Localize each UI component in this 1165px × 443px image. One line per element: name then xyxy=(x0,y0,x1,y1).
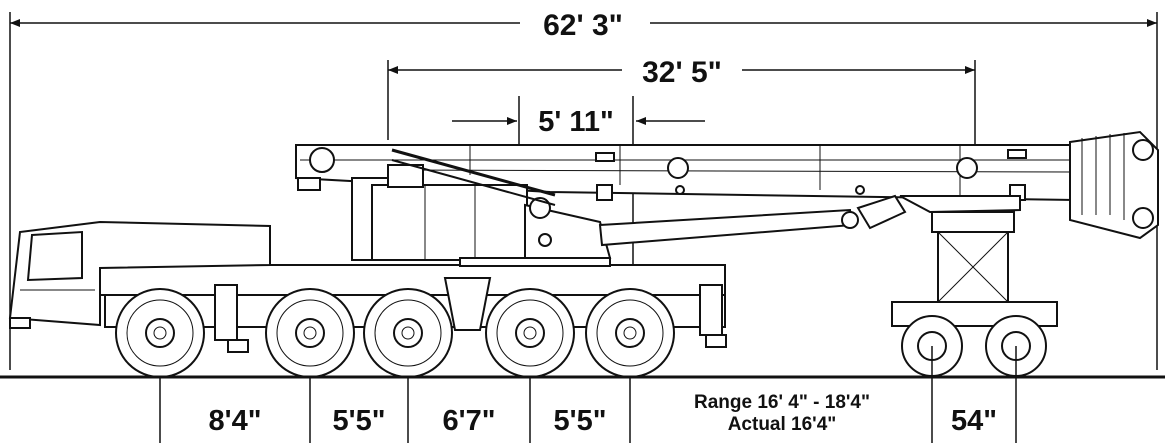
cab-window xyxy=(26,230,83,282)
range-label: Range 16' 4" - 18'4" xyxy=(694,392,870,413)
outrigger-front xyxy=(214,284,238,341)
lift-cylinder-body xyxy=(598,208,854,247)
boom-pin-icon xyxy=(667,157,689,179)
boom-length-dimension: 32' 5" xyxy=(387,56,976,210)
overall-length-label: 62' 3" xyxy=(543,9,623,42)
axle-spacing-ticks xyxy=(159,346,1017,443)
dolly-spacing-label: 54" xyxy=(951,405,997,437)
overall-length-dimension: 62' 3" xyxy=(9,9,1158,370)
actual-label: Actual 16'4" xyxy=(728,414,837,435)
wheel-icon-4 xyxy=(485,288,575,378)
boom-pad xyxy=(596,184,613,201)
dolly-saddle xyxy=(931,211,1015,233)
cab xyxy=(8,220,271,329)
boom-head xyxy=(1069,130,1159,240)
boom-strut xyxy=(391,148,556,197)
center-outrigger xyxy=(443,277,492,331)
boom-bracket xyxy=(595,152,615,162)
head-sheave-icon-2 xyxy=(1132,207,1154,229)
wheel-icon xyxy=(115,288,205,378)
wheel-icon-3 xyxy=(363,288,453,378)
counterweight xyxy=(371,184,528,261)
axle-spacing-label: 8'4" xyxy=(209,405,262,437)
axle-spacing-label: 5'5" xyxy=(554,405,607,437)
boom-offset-label: 5' 11" xyxy=(538,106,614,138)
head-sheave-icon xyxy=(1132,139,1154,161)
front-bumper xyxy=(9,317,31,329)
wheel-icon-5 xyxy=(585,288,675,378)
boom-pin-icon-2 xyxy=(956,157,978,179)
outrigger-rear xyxy=(699,284,723,336)
boom-sheave-icon xyxy=(309,147,335,173)
boom-bracket-2 xyxy=(1007,149,1027,159)
boom-length-label: 32' 5" xyxy=(642,56,722,89)
carrier-wheels xyxy=(115,288,675,378)
wheel-icon-2 xyxy=(265,288,355,378)
superstructure xyxy=(351,148,612,267)
axle-spacing-label: 6'7" xyxy=(443,405,496,437)
axle-spacing-label: 5'5" xyxy=(333,405,386,437)
boom-dolly xyxy=(891,195,1058,377)
lift-cylinder xyxy=(598,194,907,247)
slew-ring xyxy=(459,257,611,267)
